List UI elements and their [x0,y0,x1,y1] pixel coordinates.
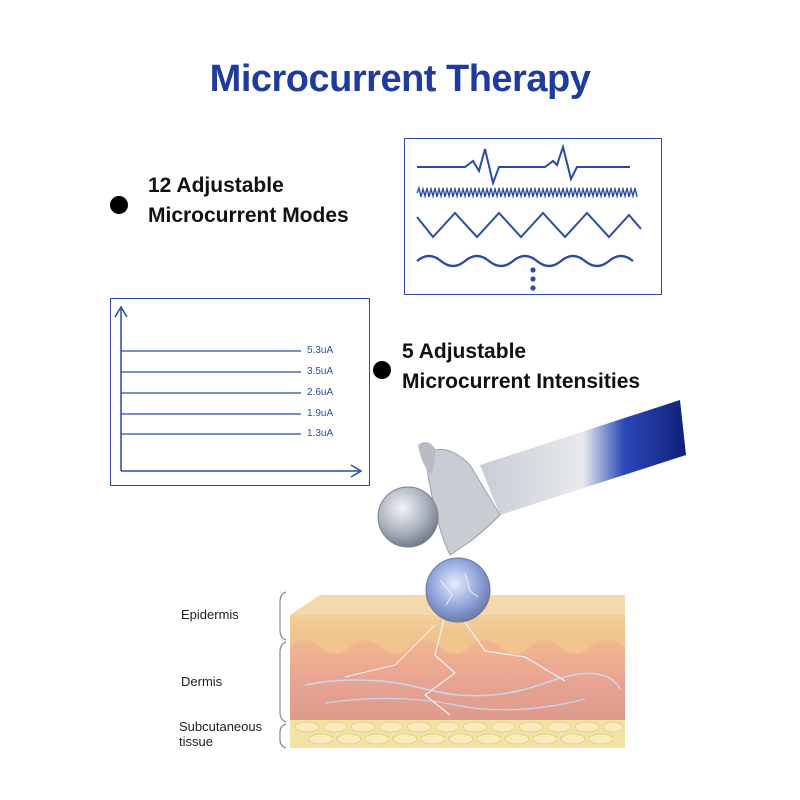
intensity-level: 3.5uA [307,366,334,377]
feature-modes-line1: 12 Adjustable [148,174,284,197]
feature-intensities: 5 Adjustable Microcurrent Intensities [402,337,640,397]
layer-brackets-icon [279,591,287,749]
intensity-axes-icon [114,305,363,478]
label-subcutaneous: Subcutaneous tissue [179,719,262,749]
bullet-icon [373,361,391,379]
page-title: Microcurrent Therapy [209,58,591,100]
feature-modes: 12 Adjustable Microcurrent Modes [148,171,349,231]
intensity-level: 1.9uA [307,408,334,419]
intensity-level: 5.3uA [307,345,334,356]
skin-cross-section-icon [290,595,625,748]
intensity-panel: 5.3uA 3.5uA 2.6uA 1.9uA 1.3uA [110,298,370,486]
feature-modes-line2: Microcurrent Modes [148,204,349,227]
waveform-icon [416,143,642,291]
waveform-panel [404,138,662,295]
feature-intensities-line2: Microcurrent Intensities [402,370,641,393]
intensity-level: 2.6uA [307,387,334,398]
feature-intensities-line1: 5 Adjustable [402,340,527,363]
label-subcutaneous-line1: Subcutaneous [179,719,263,734]
bullet-icon [110,196,128,214]
intensity-level: 1.3uA [307,428,334,439]
label-epidermis: Epidermis [181,607,239,622]
label-dermis: Dermis [181,674,223,689]
microcurrent-roller-icon [377,400,686,623]
label-subcutaneous-line2: tissue [179,734,213,749]
